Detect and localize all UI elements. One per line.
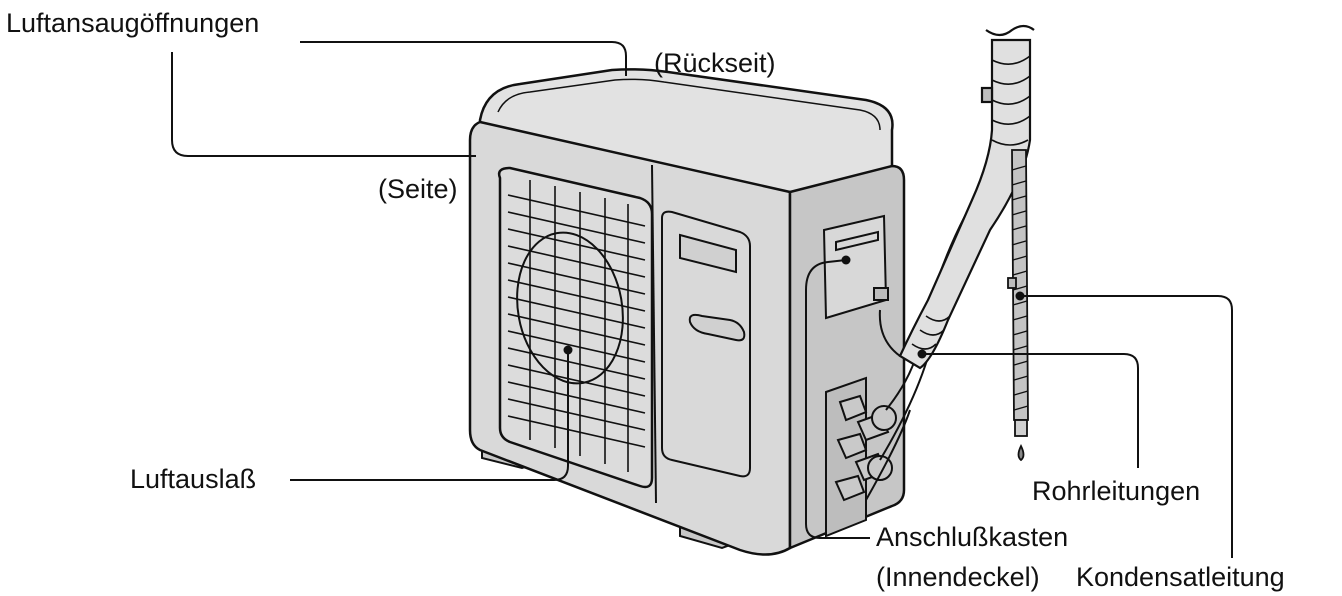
leader-drain-hose <box>1020 295 1233 558</box>
unit-top-face <box>478 68 894 198</box>
fan-circle <box>516 231 624 385</box>
leader-terminal-box <box>805 259 870 539</box>
label-piping: Rohrleitungen <box>1032 476 1201 506</box>
front-panel-details <box>661 210 751 478</box>
leader-air-intake-rear <box>300 41 627 76</box>
label-side: (Seite) <box>378 174 458 204</box>
leader-piping <box>922 353 1139 468</box>
terminal-box <box>822 214 889 320</box>
leader-dots <box>563 255 1025 359</box>
label-inner-cover: (Innendeckel) <box>876 562 1040 592</box>
label-drain-hose: Kondensatleitung <box>1076 562 1285 592</box>
leader-air-outlet <box>290 350 569 481</box>
leader-lines <box>171 41 1233 558</box>
drain-hose-drawing <box>1007 149 1029 462</box>
label-air-outlet: Luftauslaß <box>130 464 257 494</box>
service-valves <box>825 376 897 538</box>
leader-air-intake-side <box>171 52 476 157</box>
label-rear: (Rückseit) <box>654 48 776 78</box>
label-terminal-box: Anschlußkasten <box>876 522 1069 552</box>
fan-grille <box>497 166 654 489</box>
label-air-intake: Luftansaugöffnungen <box>6 8 260 38</box>
